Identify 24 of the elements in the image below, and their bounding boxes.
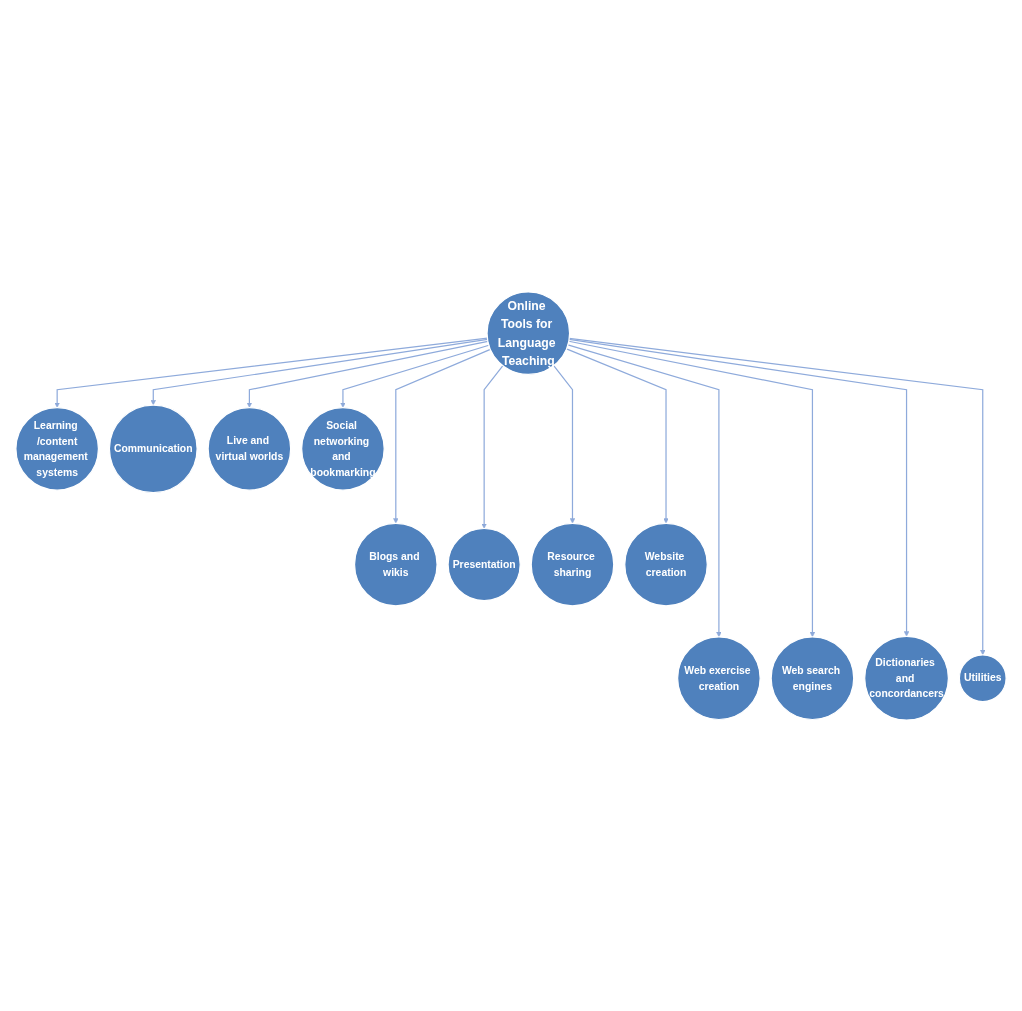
node-circle: Dictionaries and concordancers	[864, 635, 949, 721]
arrow	[568, 337, 986, 655]
node-circle: Learning /content management systems	[15, 406, 100, 491]
node-circle: Web exercise creation	[677, 635, 761, 720]
node-circle: Communication	[108, 403, 198, 493]
node-circle: Website creation	[624, 522, 708, 606]
arrow	[393, 348, 491, 524]
arrow	[567, 343, 722, 637]
node-circle: Presentation	[447, 527, 521, 601]
node-circle: Live and virtual worlds	[207, 406, 292, 491]
arrow	[246, 340, 489, 408]
arrow	[340, 344, 490, 408]
arrow	[565, 347, 669, 524]
arrow	[553, 364, 576, 524]
arrow	[481, 364, 504, 529]
node-circle: Utilities	[958, 653, 1007, 702]
arrow	[568, 338, 910, 637]
node-circle: Social networking and bookmarking	[301, 406, 385, 491]
node-circle: Web search engines	[770, 635, 855, 720]
node-circle: Resource sharing	[530, 522, 615, 606]
arrow	[54, 337, 488, 408]
node-circle: Blogs and wikis	[353, 522, 438, 606]
node-circle: Online Tools for Language Teaching	[486, 290, 571, 375]
arrow	[568, 340, 816, 637]
